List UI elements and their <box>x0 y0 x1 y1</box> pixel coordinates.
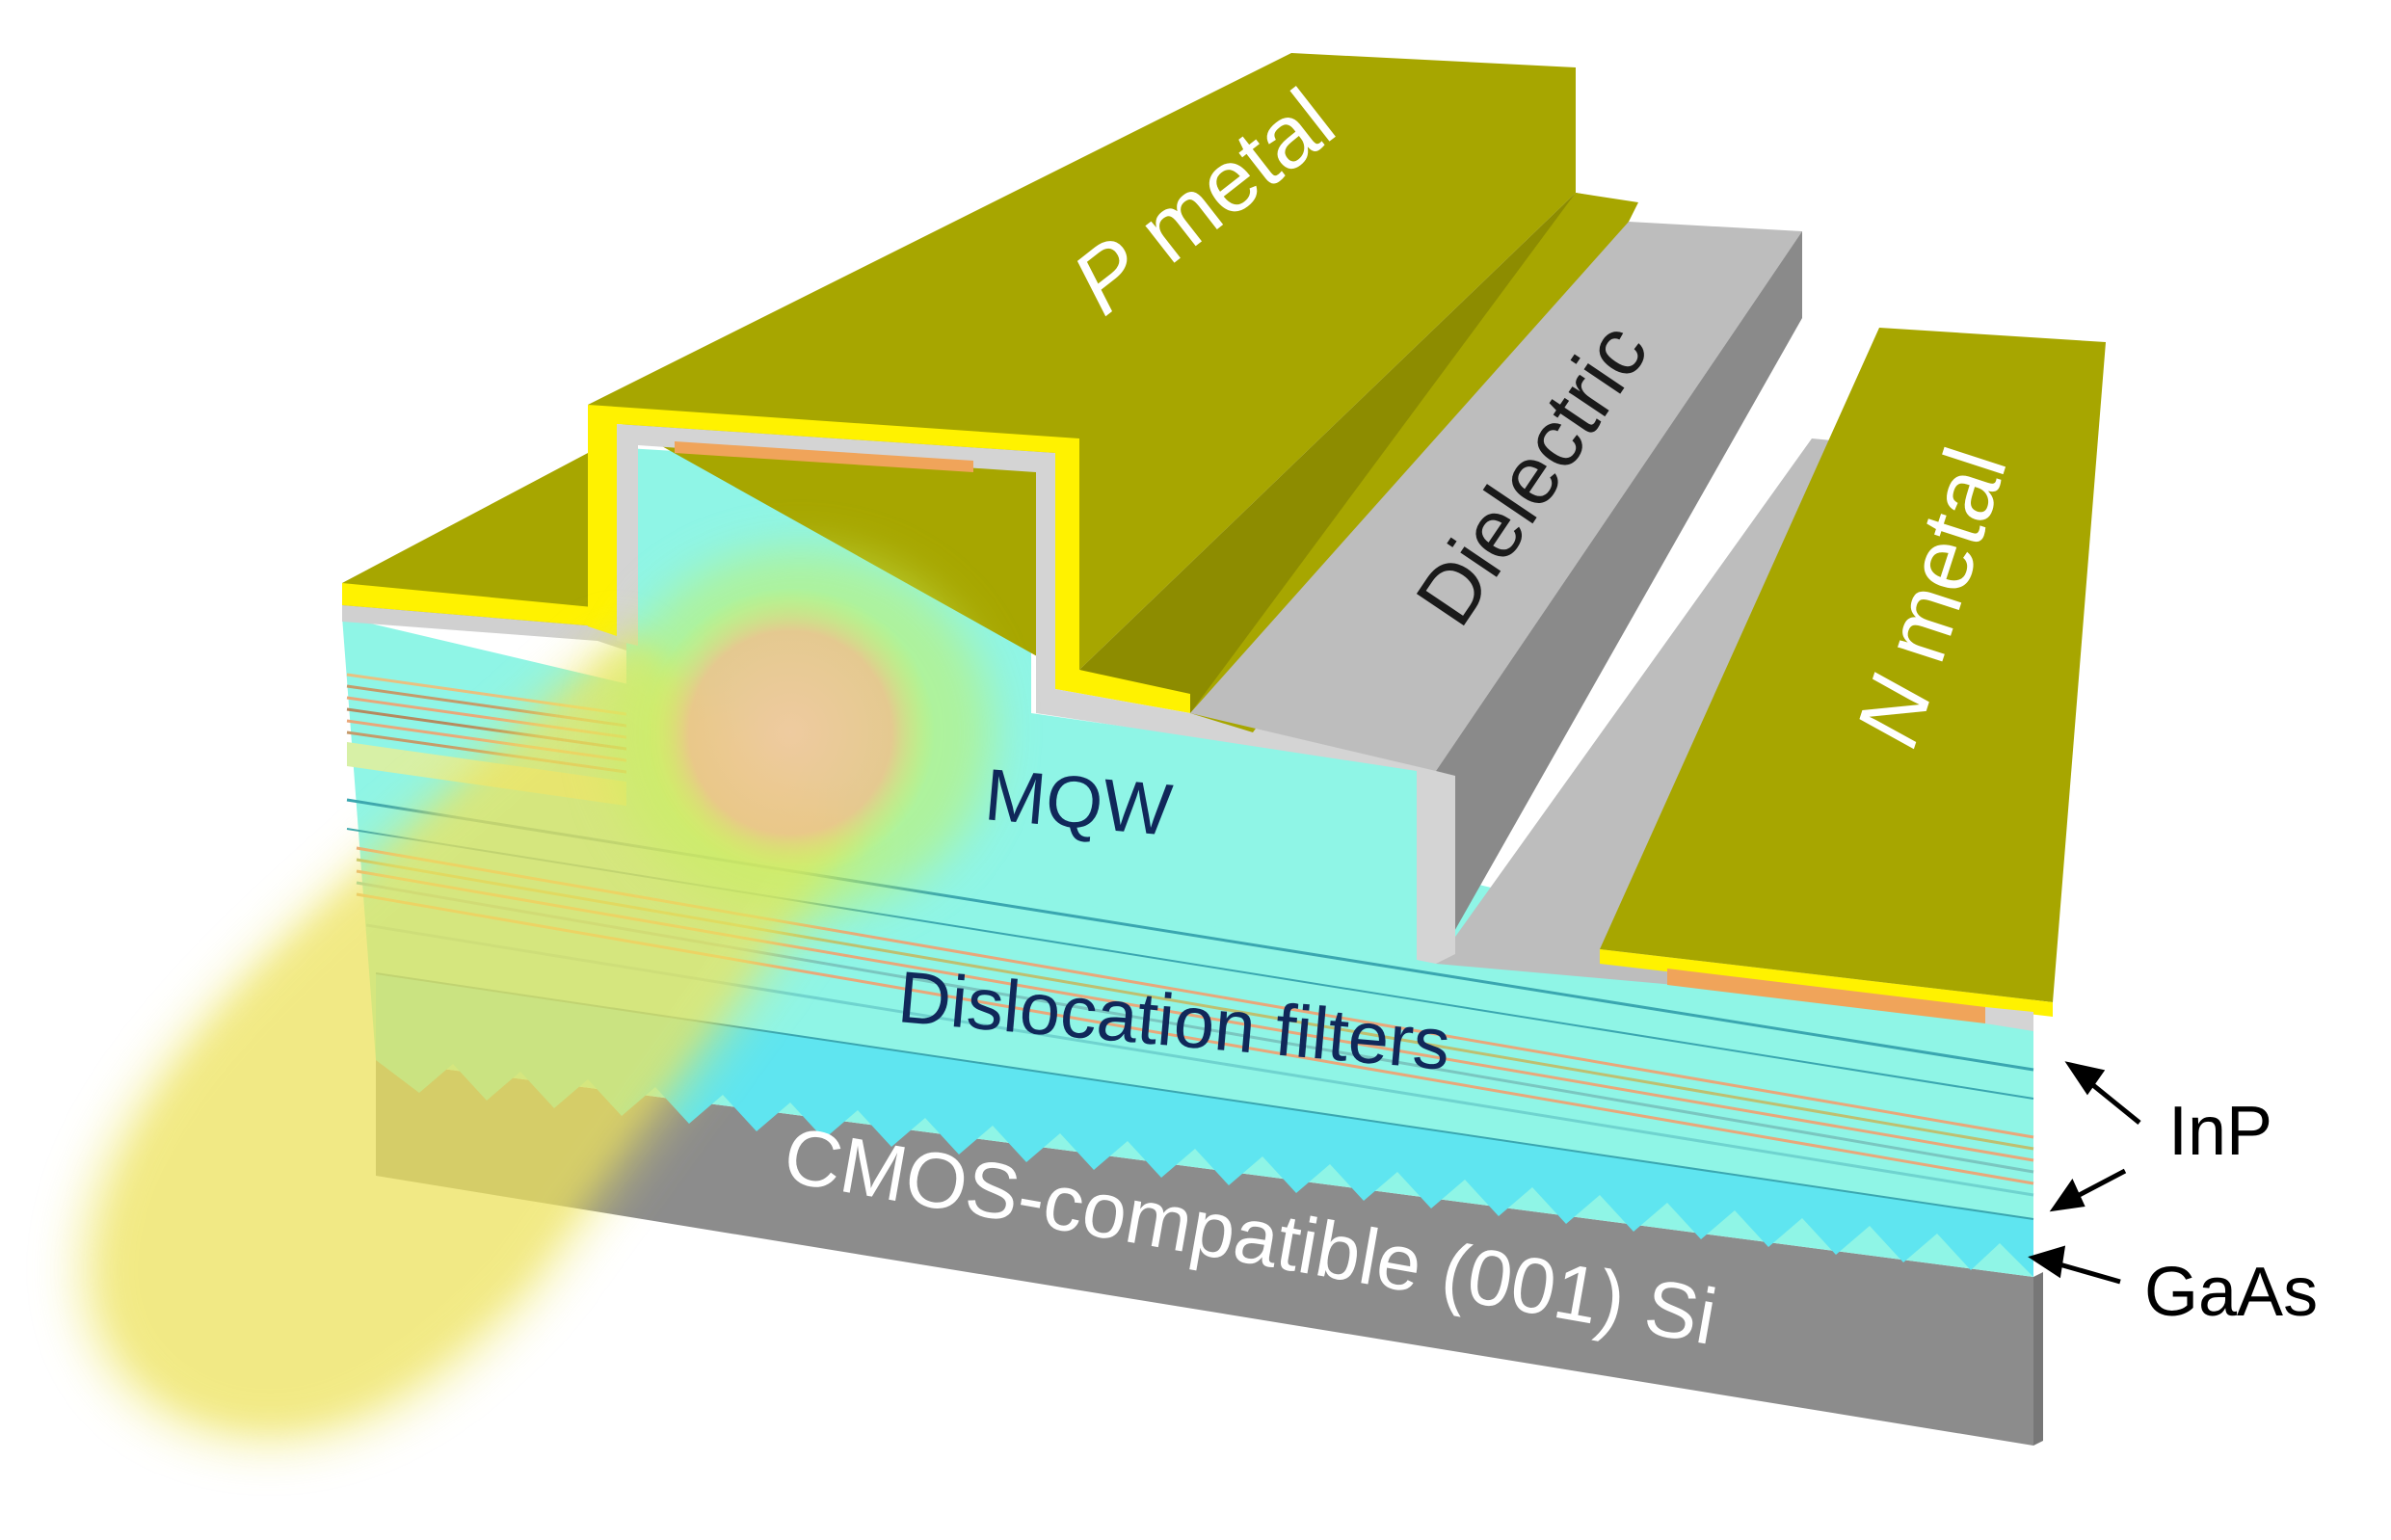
left-shoulder-gold-edge <box>342 583 626 636</box>
n-metal-gold-rim <box>1600 949 2053 1017</box>
dielectric-top <box>1190 222 1802 771</box>
dielectric-side <box>1436 231 1802 964</box>
inp-arrows <box>2049 1061 2141 1212</box>
left-shoulder-dielectric-edge <box>342 605 626 651</box>
gaas-serrated-layer <box>376 973 2033 1277</box>
p-contact <box>675 441 973 472</box>
dielectric-front <box>1436 771 1455 964</box>
n-side-dielectric <box>1985 1007 2033 1031</box>
left-shoulder-metal-top <box>342 448 626 631</box>
si-substrate-side <box>2033 1272 2043 1446</box>
gaas-label: GaAs <box>2144 1254 2318 1331</box>
n-contact <box>1667 969 1985 1023</box>
inp-label: InP <box>2168 1093 2272 1170</box>
mqw-label: MQW <box>982 754 1176 852</box>
si-substrate-front <box>376 1060 2033 1446</box>
p-metal-top <box>588 53 1576 675</box>
gaas-arrow <box>2028 1245 2121 1285</box>
n-metal-top <box>1600 328 2106 1002</box>
laser-beam <box>76 549 993 1446</box>
p-metal-gold-rim <box>588 405 1190 713</box>
